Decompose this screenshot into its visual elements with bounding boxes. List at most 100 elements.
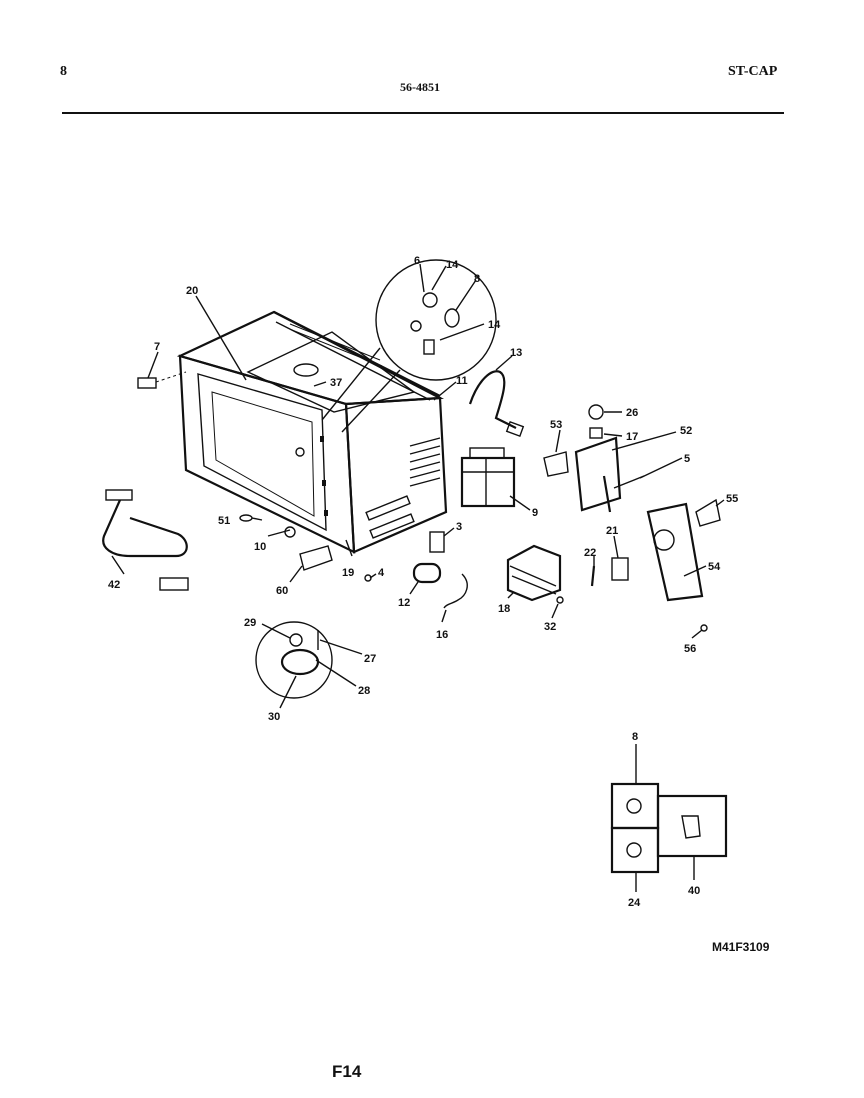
transformer-18 xyxy=(506,544,562,602)
top-rail-inner xyxy=(275,321,431,401)
cabinet-right-side xyxy=(344,396,448,554)
callout-30: 30 xyxy=(268,711,280,723)
callout-51: 51 xyxy=(218,515,230,527)
sensor-rod xyxy=(602,475,612,513)
callout-32: 32 xyxy=(544,621,556,633)
bracket-assembly xyxy=(543,404,645,513)
inset-box-40 xyxy=(656,794,728,858)
detail-leader-b xyxy=(341,369,401,433)
callout-17: 17 xyxy=(626,431,638,443)
top-vent-strip xyxy=(289,323,383,367)
detail-circle-outline xyxy=(375,259,497,381)
small-parts-left xyxy=(137,371,372,582)
cavity-opening xyxy=(197,373,327,532)
base-slots xyxy=(365,495,415,539)
fan-bracket-assembly xyxy=(646,498,721,632)
side-vents xyxy=(409,437,441,487)
lamp-socket xyxy=(295,447,305,457)
callout-5: 5 xyxy=(684,453,690,465)
cabinet-front-frame xyxy=(178,354,356,554)
callout-42: 42 xyxy=(108,579,120,591)
switch-icon xyxy=(423,339,435,355)
figure-label: F14 xyxy=(332,1062,362,1081)
header-rule xyxy=(62,112,784,114)
detail-circle-motor xyxy=(255,621,333,699)
thermal-protector-24-icon xyxy=(626,842,642,858)
callout-4: 4 xyxy=(378,567,385,579)
screw-51 xyxy=(239,514,253,522)
callout-10: 10 xyxy=(254,541,266,553)
heater-element xyxy=(102,489,189,591)
callout-27: 27 xyxy=(364,653,376,665)
pin-22 xyxy=(590,565,596,587)
coupler-29 xyxy=(289,633,303,647)
power-plug-icon xyxy=(505,421,525,437)
switch-21 xyxy=(611,557,629,581)
callout-14-top: 14 xyxy=(446,259,459,271)
callout-20: 20 xyxy=(186,285,198,297)
power-cord-line xyxy=(468,370,517,429)
callout-9: 9 xyxy=(532,507,538,519)
cabinet-top xyxy=(176,310,445,406)
capacitor-12 xyxy=(412,562,442,584)
lamp-bulb-icon xyxy=(588,404,604,420)
inset-box-8 xyxy=(610,782,660,830)
switch-parts xyxy=(429,531,629,587)
model-number: 56-4851 xyxy=(400,80,440,94)
thermal-protector-icon xyxy=(444,308,460,328)
cavity-inner xyxy=(211,391,315,517)
cabinet-assembly xyxy=(176,310,448,554)
drawing-reference: M41F3109 xyxy=(712,940,770,954)
fuse-icon xyxy=(410,320,422,332)
latch-slot-1 xyxy=(320,436,324,442)
callout-19-cabinet: 19 xyxy=(342,567,354,579)
callout-22: 22 xyxy=(584,547,596,559)
callout-26: 26 xyxy=(626,407,638,419)
electrical-parts xyxy=(412,544,564,609)
inset-box-24 xyxy=(610,826,660,874)
callout-8-top: 8 xyxy=(474,273,480,285)
page-number: 8 xyxy=(60,64,67,79)
lamp-10 xyxy=(284,526,296,538)
turntable-motor-30 xyxy=(280,648,320,676)
callout-3: 3 xyxy=(456,521,462,533)
callout-53: 53 xyxy=(550,419,562,431)
callout-54: 54 xyxy=(708,561,721,573)
heater-terminal-1 xyxy=(105,489,133,501)
motor-detail-outline xyxy=(255,621,333,699)
detail-leader-a xyxy=(321,347,381,421)
callout-12: 12 xyxy=(398,597,410,609)
top-rail xyxy=(273,311,441,397)
stirrer-hub xyxy=(293,363,319,377)
screw-56 xyxy=(700,624,708,632)
callout-29: 29 xyxy=(244,617,256,629)
fan-motor-part xyxy=(460,447,516,508)
bracket-52 xyxy=(574,436,622,512)
callout-40: 40 xyxy=(688,885,700,897)
callout-16: 16 xyxy=(436,629,448,641)
heater-loop xyxy=(102,499,188,558)
fuse-holder-icon xyxy=(422,292,438,308)
callout-28: 28 xyxy=(358,685,370,697)
callout-18: 18 xyxy=(498,603,510,615)
inset-box-parts xyxy=(610,782,728,874)
thermal-cutout-40-icon xyxy=(681,815,701,839)
switch-3 xyxy=(429,531,445,553)
bracket-53 xyxy=(543,451,569,477)
callout-13: 13 xyxy=(510,347,522,359)
hinge-7 xyxy=(137,377,157,389)
leader-lines xyxy=(111,263,725,892)
callout-7: 7 xyxy=(154,341,160,353)
screw-5 xyxy=(613,475,645,489)
latch-slot-3 xyxy=(324,510,328,516)
callout-55: 55 xyxy=(726,493,738,505)
callout-14-right: 14 xyxy=(488,319,501,331)
callout-21: 21 xyxy=(606,525,618,537)
diode-wire-16 xyxy=(443,573,468,609)
thermal-protector-8-icon xyxy=(626,798,642,814)
callout-37: 37 xyxy=(330,377,342,389)
fan-hub xyxy=(653,529,675,551)
callout-numbers: 20 7 37 6 14 8 14 13 11 53 26 17 52 5 9 … xyxy=(108,255,738,909)
fan-blade-55 xyxy=(695,498,721,527)
